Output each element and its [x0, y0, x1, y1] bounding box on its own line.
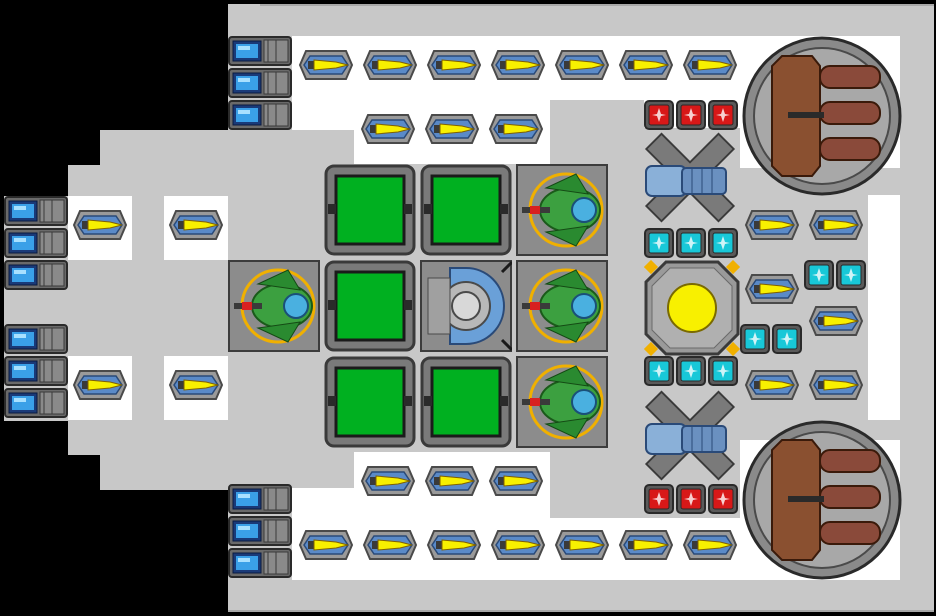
laser-turret-27-icon[interactable] — [740, 260, 804, 318]
power-node-red-2-icon[interactable] — [676, 100, 706, 130]
laser-turret-22-icon[interactable] — [164, 196, 228, 254]
engine-nozzle-11-icon[interactable] — [228, 516, 292, 546]
power-node-red-4-icon[interactable] — [644, 484, 674, 514]
laser-turret-26-icon[interactable] — [804, 196, 868, 254]
laser-turret-20-icon[interactable] — [484, 452, 548, 510]
hull-bevel-bottom — [228, 610, 934, 612]
laser-turret-5-icon[interactable] — [422, 36, 486, 94]
power-node-red-6-icon[interactable] — [708, 484, 738, 514]
laser-turret-11-icon[interactable] — [614, 36, 678, 94]
deck-area — [292, 100, 354, 130]
deck-area — [292, 488, 354, 522]
power-node-cyan-4-icon[interactable] — [644, 356, 674, 386]
laser-turret-3-icon[interactable] — [358, 36, 422, 94]
engine-nozzle-2-icon[interactable] — [228, 68, 292, 98]
power-node-cyan-10-icon[interactable] — [772, 324, 802, 354]
cargo-cell-4-icon[interactable] — [324, 356, 416, 448]
power-node-cyan-2-icon[interactable] — [676, 228, 706, 258]
reactor-top-icon[interactable] — [644, 130, 740, 226]
power-node-red-1-icon[interactable] — [644, 100, 674, 130]
deck-area — [868, 195, 900, 420]
shield-core-icon[interactable] — [643, 259, 741, 357]
power-node-cyan-1-icon[interactable] — [644, 228, 674, 258]
laser-turret-8-icon[interactable] — [486, 516, 550, 574]
engine-nozzle-8-icon[interactable] — [4, 356, 68, 386]
power-node-cyan-7-icon[interactable] — [804, 260, 834, 290]
power-node-cyan-8-icon[interactable] — [836, 260, 866, 290]
hull-bevel-top — [260, 4, 934, 6]
laser-turret-21-icon[interactable] — [68, 196, 132, 254]
laser-turret-6-icon[interactable] — [422, 516, 486, 574]
laser-turret-30-icon[interactable] — [804, 356, 868, 414]
laser-turret-18-icon[interactable] — [420, 452, 484, 510]
power-node-cyan-6-icon[interactable] — [708, 356, 738, 386]
drone-bay-2-icon[interactable] — [516, 260, 608, 352]
engine-nozzle-7-icon[interactable] — [4, 324, 68, 354]
laser-turret-17-icon[interactable] — [420, 100, 484, 158]
power-node-red-5-icon[interactable] — [676, 484, 706, 514]
laser-turret-4-icon[interactable] — [358, 516, 422, 574]
engine-nozzle-9-icon[interactable] — [4, 388, 68, 418]
laser-turret-10-icon[interactable] — [550, 516, 614, 574]
drone-bay-1-icon[interactable] — [516, 164, 608, 256]
engine-nozzle-10-icon[interactable] — [228, 484, 292, 514]
engine-nozzle-4-icon[interactable] — [4, 196, 68, 226]
laser-turret-19-icon[interactable] — [484, 100, 548, 158]
command-bridge-icon[interactable] — [420, 260, 514, 352]
laser-turret-28-icon[interactable] — [804, 292, 868, 350]
cargo-cell-3-icon[interactable] — [324, 260, 416, 352]
laser-turret-24-icon[interactable] — [164, 356, 228, 414]
reactor-bottom-icon[interactable] — [644, 388, 740, 484]
power-node-cyan-5-icon[interactable] — [676, 356, 706, 386]
laser-turret-25-icon[interactable] — [740, 196, 804, 254]
drone-bay-4-icon[interactable] — [228, 260, 320, 352]
cannon-top-icon[interactable] — [742, 36, 902, 196]
power-node-cyan-3-icon[interactable] — [708, 228, 738, 258]
laser-turret-13-icon[interactable] — [678, 36, 742, 94]
engine-nozzle-12-icon[interactable] — [228, 548, 292, 578]
engine-nozzle-1-icon[interactable] — [228, 36, 292, 66]
cargo-cell-2-icon[interactable] — [420, 164, 512, 256]
power-node-cyan-9-icon[interactable] — [740, 324, 770, 354]
laser-turret-29-icon[interactable] — [740, 356, 804, 414]
drone-bay-3-icon[interactable] — [516, 356, 608, 448]
laser-turret-23-icon[interactable] — [68, 356, 132, 414]
laser-turret-9-icon[interactable] — [550, 36, 614, 94]
laser-turret-12-icon[interactable] — [614, 516, 678, 574]
engine-nozzle-5-icon[interactable] — [4, 228, 68, 258]
laser-turret-16-icon[interactable] — [356, 452, 420, 510]
laser-turret-2-icon[interactable] — [294, 516, 358, 574]
cargo-cell-1-icon[interactable] — [324, 164, 416, 256]
cannon-bottom-icon[interactable] — [742, 420, 902, 580]
power-node-red-3-icon[interactable] — [708, 100, 738, 130]
engine-nozzle-3-icon[interactable] — [228, 100, 292, 130]
laser-turret-15-icon[interactable] — [356, 100, 420, 158]
engine-nozzle-6-icon[interactable] — [4, 260, 68, 290]
laser-turret-7-icon[interactable] — [486, 36, 550, 94]
laser-turret-1-icon[interactable] — [294, 36, 358, 94]
laser-turret-14-icon[interactable] — [678, 516, 742, 574]
cargo-cell-5-icon[interactable] — [420, 356, 512, 448]
